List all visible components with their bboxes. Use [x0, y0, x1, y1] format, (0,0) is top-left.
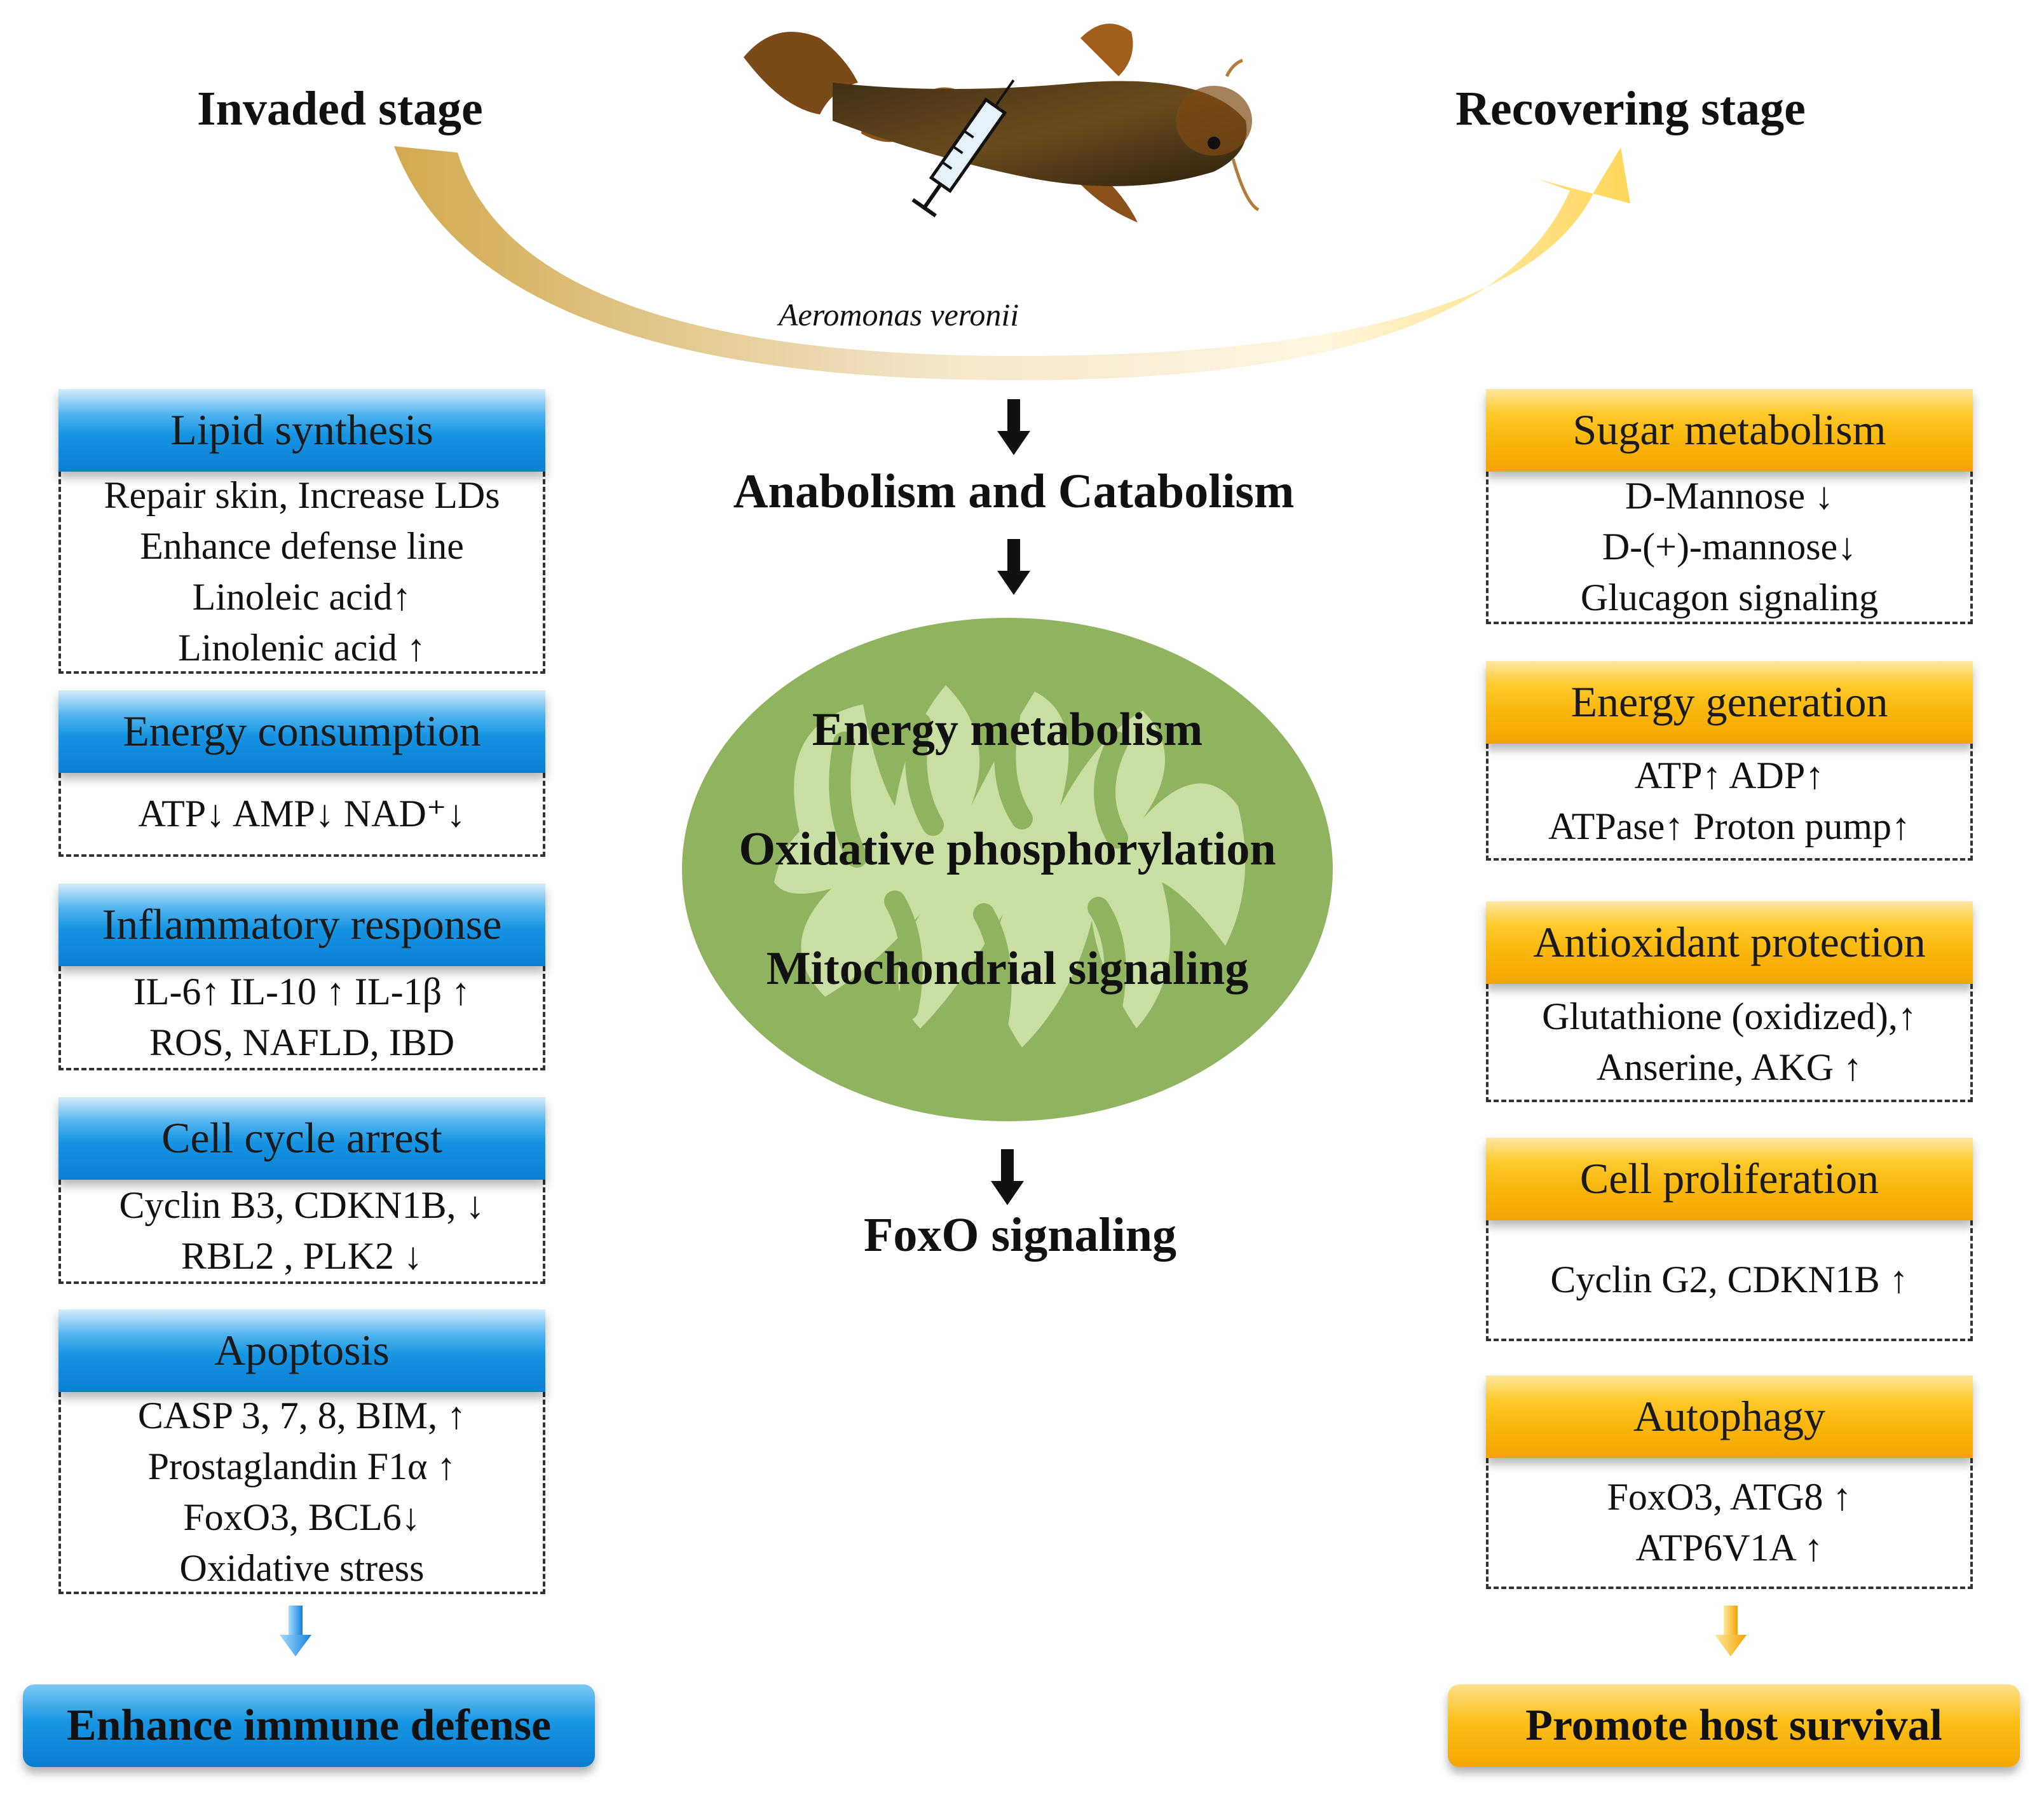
pathogen-caption: Aeromonas veronii: [779, 297, 1019, 332]
panel-line: ROS, NAFLD, IBD: [149, 1021, 455, 1063]
panel-line: Anserine, AKG ↑: [1596, 1046, 1863, 1088]
mitochondrion-shape: [682, 618, 1333, 1121]
panel-energy-consumption: Energy consumption ATP↓ AMP↓ NAD⁺↓: [58, 690, 545, 857]
panel-energy-generation: Energy generation ATP↑ ADP↑ ATPase↑ Prot…: [1486, 661, 1973, 861]
panel-line: FoxO3, ATG8 ↑: [1607, 1476, 1852, 1518]
panel-line: Cyclin B3, CDKN1B, ↓: [119, 1184, 485, 1226]
panel-title: Cell proliferation: [1486, 1138, 1973, 1220]
panel-lipid-synthesis: Lipid synthesis Repair skin, Increase LD…: [58, 389, 545, 674]
panel-title: Lipid synthesis: [58, 389, 545, 472]
panel-cell-cycle-arrest: Cell cycle arrest Cyclin B3, CDKN1B, ↓ R…: [58, 1097, 545, 1284]
panel-line: Glutathione (oxidized),↑: [1542, 995, 1917, 1037]
panel-line: ATP↑ ADP↑: [1634, 754, 1825, 796]
foxo-title: FoxO signaling: [864, 1208, 1176, 1262]
panel-line: IL-6↑ IL-10 ↑ IL-1β ↑: [133, 971, 471, 1013]
panel-line: Cyclin G2, CDKN1B ↑: [1550, 1259, 1909, 1300]
panel-line: D-Mannose ↓: [1625, 475, 1834, 517]
mito-line-signaling: Mitochondrial signaling: [766, 943, 1249, 995]
anabolism-title: Anabolism and Catabolism: [733, 465, 1295, 518]
panel-title: Energy consumption: [58, 690, 545, 773]
result-promote-host-survival: Promote host survival: [1448, 1684, 2020, 1767]
down-arrow-icon: [991, 1149, 1024, 1205]
panel-title: Sugar metabolism: [1486, 389, 1973, 472]
panel-sugar-metabolism: Sugar metabolism D-Mannose ↓ D-(+)-manno…: [1486, 389, 1973, 624]
panel-title: Cell cycle arrest: [58, 1097, 545, 1180]
panel-line: CASP 3, 7, 8, BIM, ↑: [137, 1395, 467, 1437]
catfish-illustration: [744, 24, 1260, 222]
down-arrow-icon: [997, 539, 1030, 595]
down-arrow-icon: [997, 399, 1030, 455]
panel-inflammatory-response: Inflammatory response IL-6↑ IL-10 ↑ IL-1…: [58, 884, 545, 1070]
invaded-stage-title: Invaded stage: [197, 82, 483, 135]
panel-line: RBL2 , PLK2 ↓: [181, 1235, 423, 1277]
mitochondrion: Energy metabolism Oxidative phosphorylat…: [679, 615, 1336, 1124]
panel-line: Glucagon signaling: [1580, 577, 1879, 618]
panel-line: ATP↓ AMP↓ NAD⁺↓: [138, 793, 466, 835]
panel-line: D-(+)-mannose↓: [1602, 526, 1857, 568]
mito-line-energy: Energy metabolism: [812, 704, 1203, 756]
panel-title: Antioxidant protection: [1486, 901, 1973, 984]
result-enhance-immune-defense: Enhance immune defense: [23, 1684, 595, 1767]
panel-line: Oxidative stress: [179, 1547, 425, 1589]
panel-line: ATP6V1A ↑: [1635, 1527, 1823, 1569]
panel-title: Autophagy: [1486, 1375, 1973, 1458]
panel-title: Apoptosis: [58, 1309, 545, 1392]
panel-line: Repair skin, Increase LDs: [104, 474, 500, 516]
panel-line: Linoleic acid↑: [192, 576, 412, 618]
panel-line: Linolenic acid ↑: [178, 627, 426, 669]
panel-line: ATPase↑ Proton pump↑: [1548, 805, 1911, 847]
panel-apoptosis: Apoptosis CASP 3, 7, 8, BIM, ↑ Prostagla…: [58, 1309, 545, 1594]
panel-antioxidant-protection: Antioxidant protection Glutathione (oxid…: [1486, 901, 1973, 1102]
panel-autophagy: Autophagy FoxO3, ATG8 ↑ ATP6V1A ↑: [1486, 1375, 1973, 1589]
panel-title: Energy generation: [1486, 661, 1973, 744]
panel-cell-proliferation: Cell proliferation Cyclin G2, CDKN1B ↑: [1486, 1138, 1973, 1341]
blue-down-arrow-icon: [280, 1606, 311, 1656]
panel-title: Inflammatory response: [58, 884, 545, 966]
mito-line-oxphos: Oxidative phosphorylation: [739, 823, 1276, 875]
gold-down-arrow-icon: [1715, 1606, 1747, 1656]
panel-line: Prostaglandin F1α ↑: [147, 1445, 456, 1487]
panel-line: Enhance defense line: [140, 525, 464, 567]
recovering-stage-title: Recovering stage: [1455, 82, 1806, 135]
panel-line: FoxO3, BCL6↓: [183, 1496, 421, 1538]
